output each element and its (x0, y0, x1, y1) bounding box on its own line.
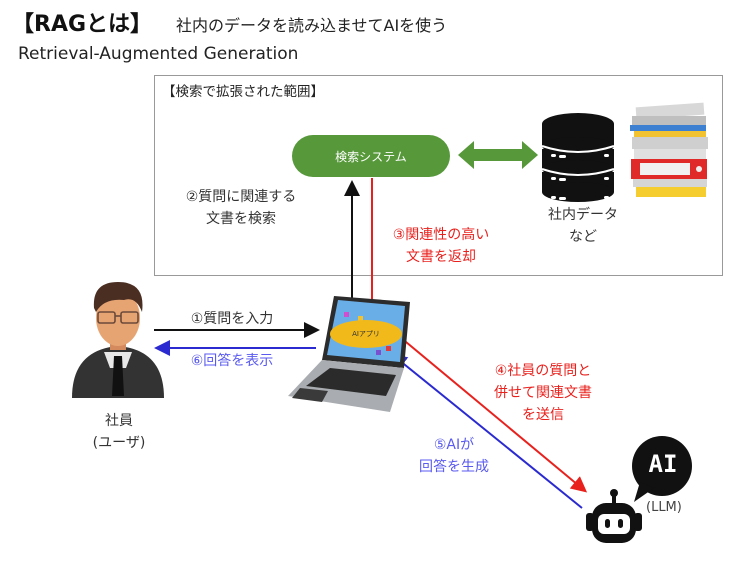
diagram-english-title: Retrieval-Augmented Generation (18, 44, 299, 64)
ai-app-node: AIアプリ (330, 320, 402, 348)
step6-label: ⑥回答を表示 (190, 353, 274, 369)
step5-label-line1: ⑤AIが (433, 437, 475, 453)
step4-label-line1: ④社員の質問と (494, 363, 592, 379)
step2-label-line2: 文書を検索 (206, 211, 276, 227)
llm-label: (LLM) (646, 500, 682, 515)
company-data-label-line2: など (569, 229, 597, 245)
diagram-title: 【RAGとは】 (12, 12, 153, 37)
step1-label: ①質問を入力 (190, 311, 274, 327)
ai-speech-bubble-icon (632, 436, 692, 502)
step3-label-line2: 文書を返却 (406, 249, 476, 265)
arrow-llm-answer (390, 353, 583, 509)
company-data-label-line1: 社内データ (548, 207, 618, 223)
step4-label-line3: を送信 (522, 407, 564, 423)
step3-label-line1: ③関連性の高い (392, 227, 490, 243)
step5-label-line2: 回答を生成 (419, 459, 489, 475)
laptop-icon (288, 296, 410, 412)
diagram-subtitle: 社内のデータを読み込ませてAIを使う (176, 16, 448, 35)
search-scope-box (154, 75, 723, 276)
document-stack-icon (630, 102, 708, 197)
step4-label-line2: 併せて関連文書 (494, 385, 592, 401)
employee-label-line2: (ユーザ) (92, 435, 146, 451)
bidirectional-arrow (458, 141, 538, 169)
robot-llm-icon (586, 489, 642, 543)
ai-bubble-text: AI (648, 450, 678, 478)
arrow-send-to-llm (399, 336, 588, 493)
search-scope-label: 【検索で拡張された範囲】 (162, 84, 324, 100)
database-icon (541, 113, 615, 202)
search-system-node: 検索システム (292, 135, 450, 177)
employee-avatar-icon (72, 282, 164, 398)
employee-label-line1: 社員 (105, 413, 133, 429)
step2-label-line1: ②質問に関連する (185, 189, 297, 205)
